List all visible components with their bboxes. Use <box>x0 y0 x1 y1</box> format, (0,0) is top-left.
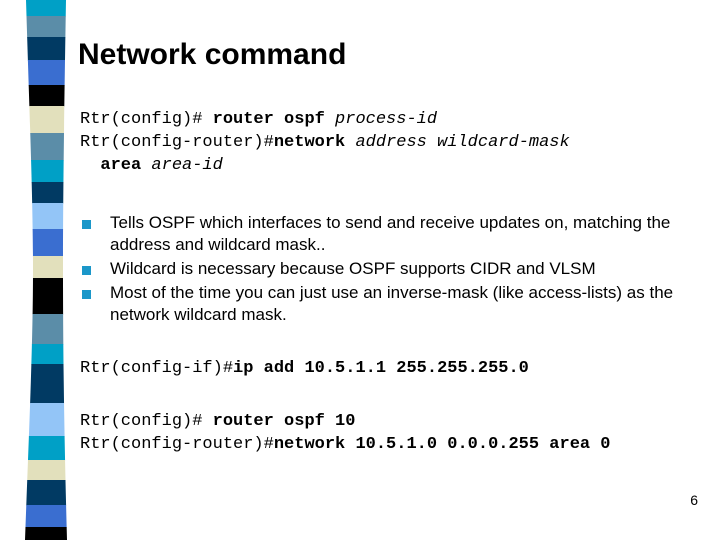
interface-ip-code: Rtr(config-if)#ip add 10.5.1.1 255.255.2… <box>80 357 529 380</box>
stripe-band <box>25 480 67 506</box>
stripe-band <box>25 0 67 17</box>
stripe-bands <box>25 0 67 540</box>
stripe-band <box>25 133 67 161</box>
code-line: Rtr(config-router)#network 10.5.1.0 0.0.… <box>80 433 611 456</box>
stripe-band <box>25 85 67 107</box>
explanation-bullets: Tells OSPF which interfaces to send and … <box>80 212 710 328</box>
code-segment: address wildcard-mask <box>355 133 570 152</box>
stripe-band <box>25 256 67 279</box>
code-segment <box>80 156 100 175</box>
code-segment: router ospf 10 <box>212 412 356 431</box>
code-segment: area <box>100 156 152 175</box>
list-item: Most of the time you can just use an inv… <box>80 282 710 326</box>
page-number: 6 <box>690 492 698 508</box>
code-segment: process-id <box>335 110 438 129</box>
decorative-color-stripe <box>0 0 72 540</box>
code-line: Rtr(config)# router ospf 10 <box>80 410 611 433</box>
stripe-band <box>25 106 67 134</box>
code-segment: Rtr(config-router)# <box>80 435 274 454</box>
list-item: Tells OSPF which interfaces to send and … <box>80 212 710 256</box>
stripe-band <box>25 60 67 86</box>
list-item-label: Wildcard is necessary because OSPF suppo… <box>110 259 596 278</box>
stripe-band <box>25 436 67 461</box>
code-line: Rtr(config-router)#network address wildc… <box>80 131 570 154</box>
list-item: Wildcard is necessary because OSPF suppo… <box>80 258 710 280</box>
code-line: area area-id <box>80 154 570 177</box>
code-segment: router ospf <box>212 110 336 129</box>
list-item-label: Most of the time you can just use an inv… <box>110 283 674 324</box>
code-segment: Rtr(config)# <box>80 412 213 431</box>
code-segment: area-id <box>151 156 223 175</box>
stripe-band <box>25 403 67 437</box>
square-bullet-icon <box>82 266 91 275</box>
stripe-band <box>25 278 67 315</box>
stripe-band <box>25 527 67 540</box>
stripe-band <box>25 203 67 230</box>
stripe-band <box>25 37 67 61</box>
code-line: Rtr(config)# router ospf process-id <box>80 108 570 131</box>
stripe-band <box>25 16 67 38</box>
stripe-band <box>25 182 67 204</box>
code-segment: Rtr(config)# <box>80 110 213 129</box>
code-segment: network <box>273 133 356 152</box>
code-segment: network 10.5.1.0 0.0.0.255 area 0 <box>273 435 611 454</box>
stripe-band <box>25 229 67 257</box>
code-segment: Rtr(config-router)# <box>80 133 274 152</box>
stripe-band <box>25 160 67 183</box>
stripe-band <box>25 364 67 404</box>
code-line: Rtr(config-if)#ip add 10.5.1.1 255.255.2… <box>80 357 529 380</box>
list-item-label: Tells OSPF which interfaces to send and … <box>110 213 671 254</box>
code-segment: ip add 10.5.1.1 255.255.255.0 <box>233 359 529 378</box>
page-title: Network command <box>78 38 347 71</box>
stripe-band <box>25 505 67 528</box>
stripe-band <box>25 344 67 365</box>
stripe-band <box>25 314 67 345</box>
stripe-band <box>25 460 67 481</box>
code-segment: Rtr(config-if)# <box>80 359 234 378</box>
square-bullet-icon <box>82 290 91 299</box>
square-bullet-icon <box>82 220 91 229</box>
